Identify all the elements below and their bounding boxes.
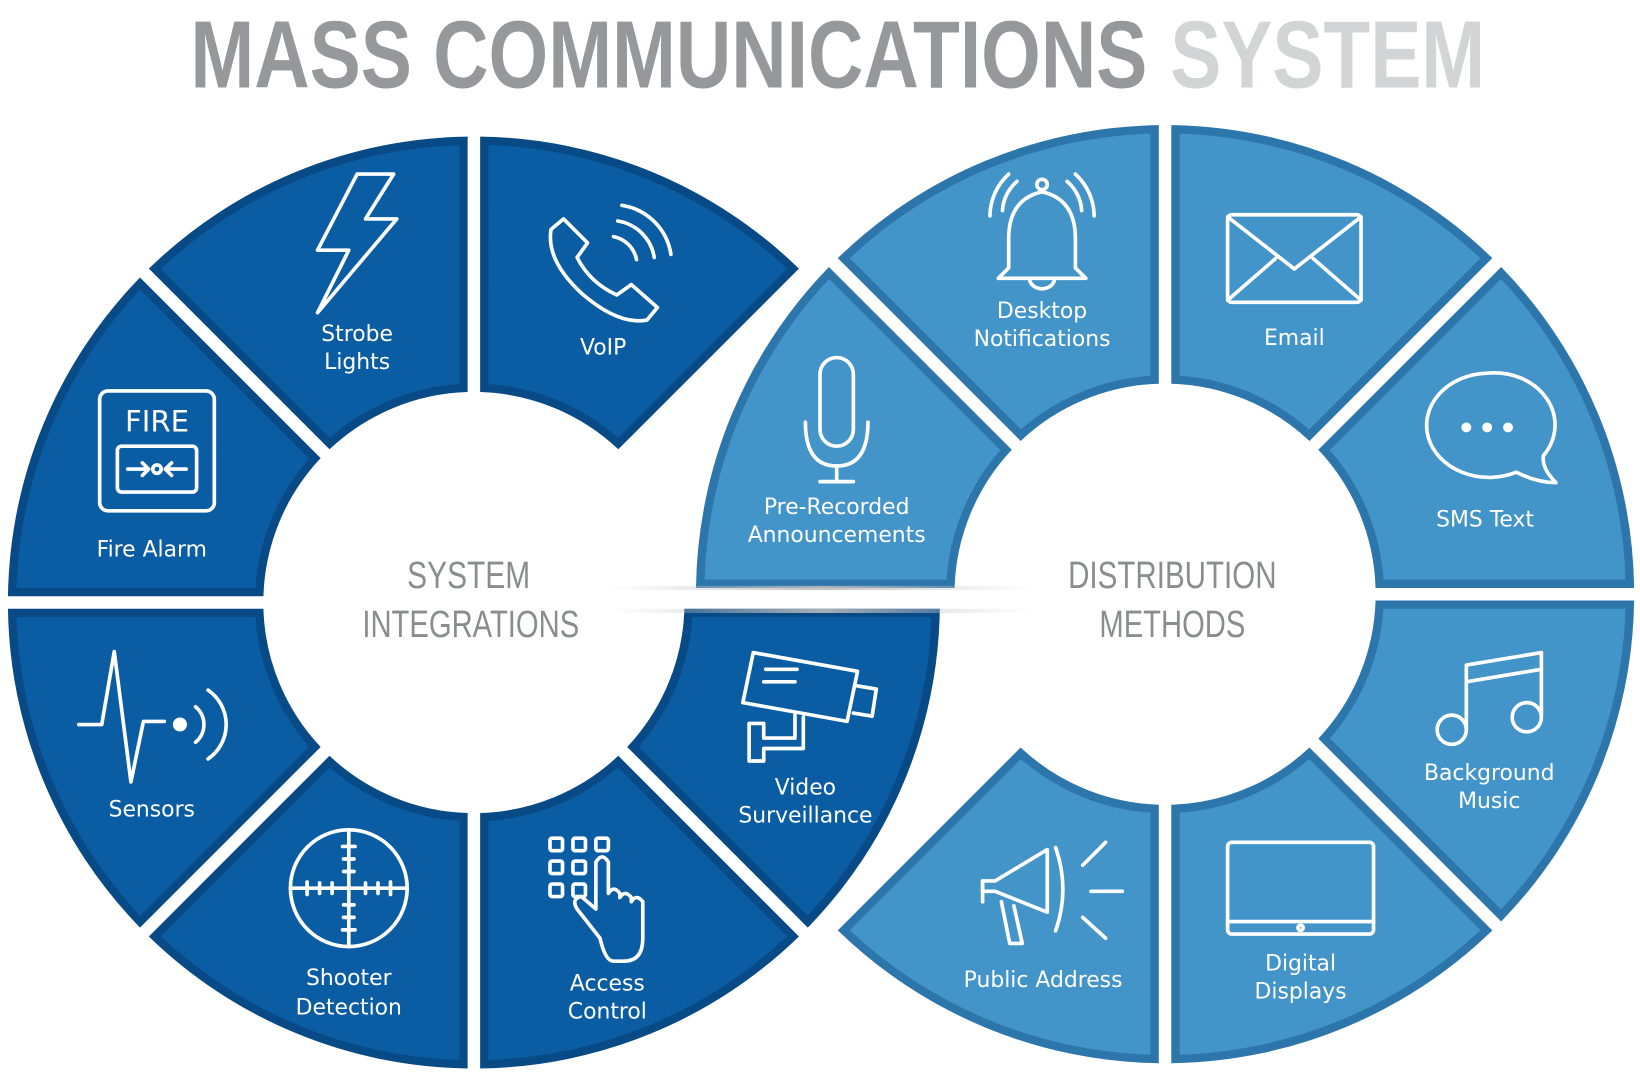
- label-email: Email: [1264, 326, 1325, 351]
- segment-public-address: [837, 747, 1159, 1064]
- segment-face: [1179, 758, 1481, 1055]
- right-center-label-line2: METHODS: [1099, 603, 1245, 645]
- segment-face: [849, 133, 1151, 430]
- label-public-address: Public Address: [964, 968, 1123, 993]
- segment-background-music: [1318, 600, 1635, 922]
- segment-sensors: [7, 608, 321, 928]
- left-center-label-line2: INTEGRATIONS: [362, 603, 579, 645]
- chat-bubble-icon: [1424, 371, 1558, 485]
- divider-shadow: [607, 585, 1035, 591]
- megaphone-icon: [980, 840, 1125, 946]
- crosshair-icon: [288, 827, 410, 949]
- title-part-2: SYSTEM: [1170, 2, 1485, 109]
- bell-icon: [988, 172, 1096, 291]
- keypad-hand-icon: [548, 836, 645, 963]
- segment-fire-alarm: [7, 277, 321, 597]
- left-center-label-line1: SYSTEM: [407, 554, 530, 596]
- security-camera-icon: [741, 650, 879, 763]
- phone-icon: [548, 203, 673, 323]
- envelope-icon: [1225, 212, 1363, 305]
- microphone-icon: [803, 355, 870, 484]
- segment-face: [1329, 278, 1626, 580]
- title-part-1: MASS COMMUNICATIONS: [190, 2, 1147, 109]
- segment-face: [16, 617, 310, 916]
- segment-digital-displays: [1171, 747, 1493, 1064]
- music-note-icon: [1435, 650, 1544, 747]
- segment-desktop-notifications: [837, 125, 1159, 441]
- segment-face: [849, 758, 1151, 1055]
- segment-email: [1171, 125, 1493, 441]
- segment-sms-text: [1318, 266, 1635, 588]
- fire-alarm-icon-text: FIRE: [125, 405, 189, 439]
- divider-shadow: [607, 608, 1035, 613]
- label-fire-alarm: Fire Alarm: [97, 538, 207, 563]
- title: MASS COMMUNICATIONS SYSTEM: [190, 2, 1485, 109]
- segment-face: [1329, 608, 1626, 910]
- label-sensors: Sensors: [109, 797, 195, 822]
- label-sms-text: SMS Text: [1436, 507, 1534, 532]
- right-center-label-line1: DISTRIBUTION: [1068, 554, 1276, 596]
- lightning-bolt-icon: [315, 172, 399, 315]
- fire-alarm-icon: FIRE: [97, 389, 217, 513]
- segment-video-surveillance: [627, 608, 940, 928]
- monitor-icon: [1225, 840, 1376, 936]
- segment-face: [16, 289, 310, 588]
- label-voip: VoIP: [580, 335, 626, 360]
- segment-face: [1179, 133, 1481, 430]
- segment-face: [638, 617, 932, 916]
